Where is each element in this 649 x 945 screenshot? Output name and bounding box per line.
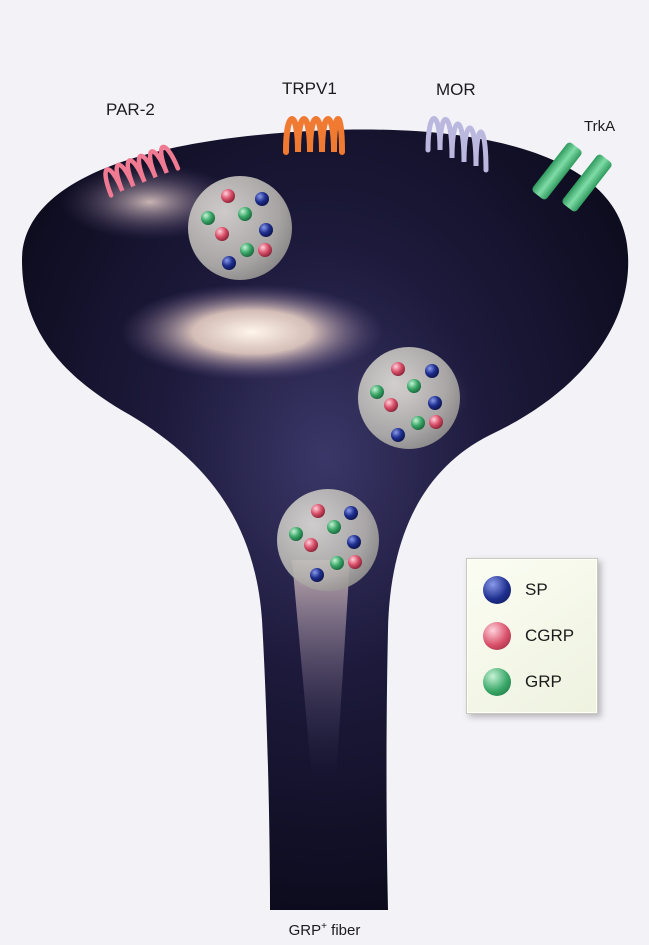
legend-label: SP bbox=[525, 580, 548, 600]
sp-particle bbox=[222, 256, 236, 270]
grp-particle bbox=[289, 527, 303, 541]
cgrp-particle bbox=[384, 398, 398, 412]
fiber-caption-prefix: GRP bbox=[289, 922, 322, 939]
cgrp-swatch-icon bbox=[483, 622, 511, 650]
sp-particle bbox=[344, 506, 358, 520]
sp-particle bbox=[391, 428, 405, 442]
sp-swatch-icon bbox=[483, 576, 511, 604]
grp-particle bbox=[327, 520, 341, 534]
vesicle-membrane bbox=[188, 176, 292, 280]
legend-label: GRP bbox=[525, 672, 562, 692]
cgrp-particle bbox=[258, 243, 272, 257]
vesicle-1 bbox=[188, 176, 292, 280]
grp-particle bbox=[370, 385, 384, 399]
trpv1-label: TRPV1 bbox=[282, 79, 337, 99]
legend-label: CGRP bbox=[525, 626, 574, 646]
cgrp-particle bbox=[311, 504, 325, 518]
vesicle-membrane bbox=[277, 489, 379, 591]
cgrp-particle bbox=[215, 227, 229, 241]
cgrp-particle bbox=[304, 538, 318, 552]
trka-label: TrkA bbox=[584, 118, 615, 135]
cgrp-particle bbox=[221, 189, 235, 203]
grp-particle bbox=[411, 416, 425, 430]
mor-label: MOR bbox=[436, 80, 476, 100]
grp-particle bbox=[238, 207, 252, 221]
terminal-glow-center bbox=[120, 284, 384, 380]
cgrp-particle bbox=[429, 415, 443, 429]
legend-item-grp: GRP bbox=[483, 667, 562, 697]
sp-particle bbox=[428, 396, 442, 410]
legend-item-sp: SP bbox=[483, 575, 548, 605]
par2-label: PAR-2 bbox=[106, 100, 155, 120]
legend: SP CGRP GRP bbox=[466, 558, 598, 714]
legend-item-cgrp: CGRP bbox=[483, 621, 574, 651]
vesicle-2 bbox=[358, 347, 460, 449]
fiber-caption: GRP+ fiber bbox=[0, 921, 649, 939]
sp-particle bbox=[425, 364, 439, 378]
grp-swatch-icon bbox=[483, 668, 511, 696]
vesicle-3 bbox=[277, 489, 379, 591]
cgrp-particle bbox=[391, 362, 405, 376]
fiber-caption-suffix: fiber bbox=[327, 922, 360, 939]
grp-particle bbox=[407, 379, 421, 393]
sp-particle bbox=[259, 223, 273, 237]
sp-particle bbox=[255, 192, 269, 206]
sp-particle bbox=[347, 535, 361, 549]
sp-particle bbox=[310, 568, 324, 582]
vesicle-membrane bbox=[358, 347, 460, 449]
grp-particle bbox=[201, 211, 215, 225]
grp-particle bbox=[330, 556, 344, 570]
cgrp-particle bbox=[348, 555, 362, 569]
grp-particle bbox=[240, 243, 254, 257]
